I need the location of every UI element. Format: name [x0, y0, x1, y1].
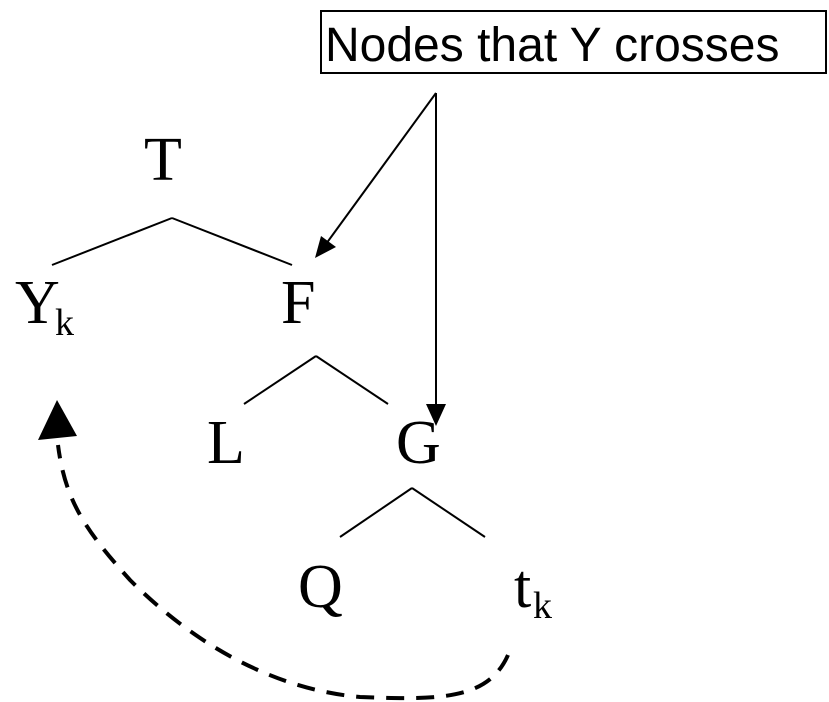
edge-F-L: [243, 355, 317, 405]
node-Y-label: Y: [15, 269, 60, 337]
edge-T-F: [171, 217, 293, 266]
node-t-label: t: [514, 553, 531, 621]
edge-T-Y: [51, 217, 173, 266]
node-T: T: [144, 126, 182, 194]
node-F: F: [281, 269, 315, 337]
edge-G-t: [411, 487, 486, 538]
node-Y: Y k: [15, 269, 74, 344]
annotation-text: Nodes that Y crosses: [325, 19, 779, 72]
annotation-box: [320, 10, 827, 74]
edge-G-Q: [339, 487, 413, 538]
node-Q: Q: [298, 553, 343, 621]
node-t-subscript: k: [533, 585, 552, 627]
movement-arrowhead: [38, 400, 77, 440]
movement-path: [56, 444, 510, 701]
pointer-to-F-arrowhead: [315, 236, 336, 258]
node-Y-subscript: k: [55, 302, 74, 344]
node-G: G: [396, 409, 441, 477]
node-t: t k: [514, 553, 552, 627]
edge-F-G: [315, 355, 389, 405]
pointer-to-G-arrowhead: [426, 404, 446, 426]
annotation-callout: Nodes that Y crosses: [320, 10, 827, 74]
node-L: L: [207, 409, 245, 477]
pointer-to-F: [317, 92, 437, 256]
